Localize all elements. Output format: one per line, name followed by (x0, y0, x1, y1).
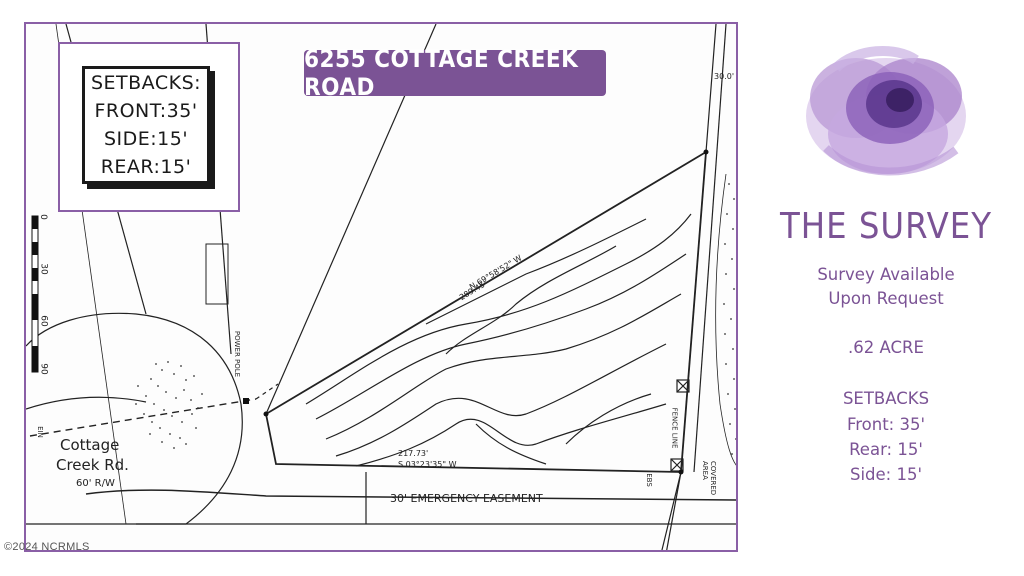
survey-pins (243, 149, 709, 475)
setback-side: Side: 15' (849, 465, 923, 484)
covered-area-label: COVERED AREA (701, 461, 717, 496)
stipple-area-left (135, 361, 203, 449)
scale-tick-30: 30 (38, 263, 49, 275)
setbacks-card-side: SIDE:15' (103, 128, 189, 150)
bottom-distance-label: 217.73' (398, 449, 429, 458)
setbacks-inset: SETBACKS: FRONT:35' SIDE:15' REAR:15' (58, 42, 240, 212)
scale-bar (31, 215, 39, 373)
road-name-line2: Creek Rd. (56, 456, 129, 474)
cul-de-sac (26, 312, 243, 525)
ebs-label: EBS (644, 473, 653, 487)
flower-icon (806, 46, 966, 176)
survey-title: THE SURVEY (779, 206, 993, 247)
setbacks-heading: SETBACKS (842, 389, 930, 408)
info-panel: THE SURVEY Survey Available Upon Request… (752, 0, 1024, 576)
scale-tick-90: 90 (38, 363, 49, 375)
property-line-north (265, 151, 707, 415)
scale-tick-60: 60 (38, 315, 49, 327)
easement-label: 30' EMERGENCY EASEMENT (390, 492, 543, 505)
copyright-notice: ©2024 NCRMLS (4, 541, 90, 553)
ein-label: EIN (35, 426, 44, 438)
availability-line1: Survey Available (817, 265, 955, 284)
width-label: 30.0' (714, 72, 735, 81)
setbacks-card-front: FRONT:35' (94, 100, 198, 122)
fence-line-label: FENCE LINE (670, 407, 679, 449)
setbacks-card: SETBACKS: FRONT:35' SIDE:15' REAR:15' (82, 66, 210, 184)
setback-rear: Rear: 15' (849, 440, 923, 459)
stipple-area-right (723, 183, 736, 455)
availability-line2: Upon Request (828, 289, 944, 308)
property-line-south (265, 413, 682, 473)
power-pole-label: POWER POLE (233, 330, 242, 378)
road-row-label: 60' R/W (76, 478, 115, 489)
road-name-line1: Cottage (60, 436, 120, 454)
setbacks-card-rear: REAR:15' (100, 156, 192, 178)
setback-front: Front: 35' (846, 415, 926, 434)
bottom-bearing-label: S 03°23'35" W (398, 460, 457, 469)
address-banner: 6255 COTTAGE CREEK ROAD (304, 45, 606, 101)
scale-tick-0: 0 (37, 214, 48, 220)
acreage-text: .62 ACRE (848, 338, 924, 357)
setbacks-card-title: SETBACKS: (90, 72, 202, 94)
